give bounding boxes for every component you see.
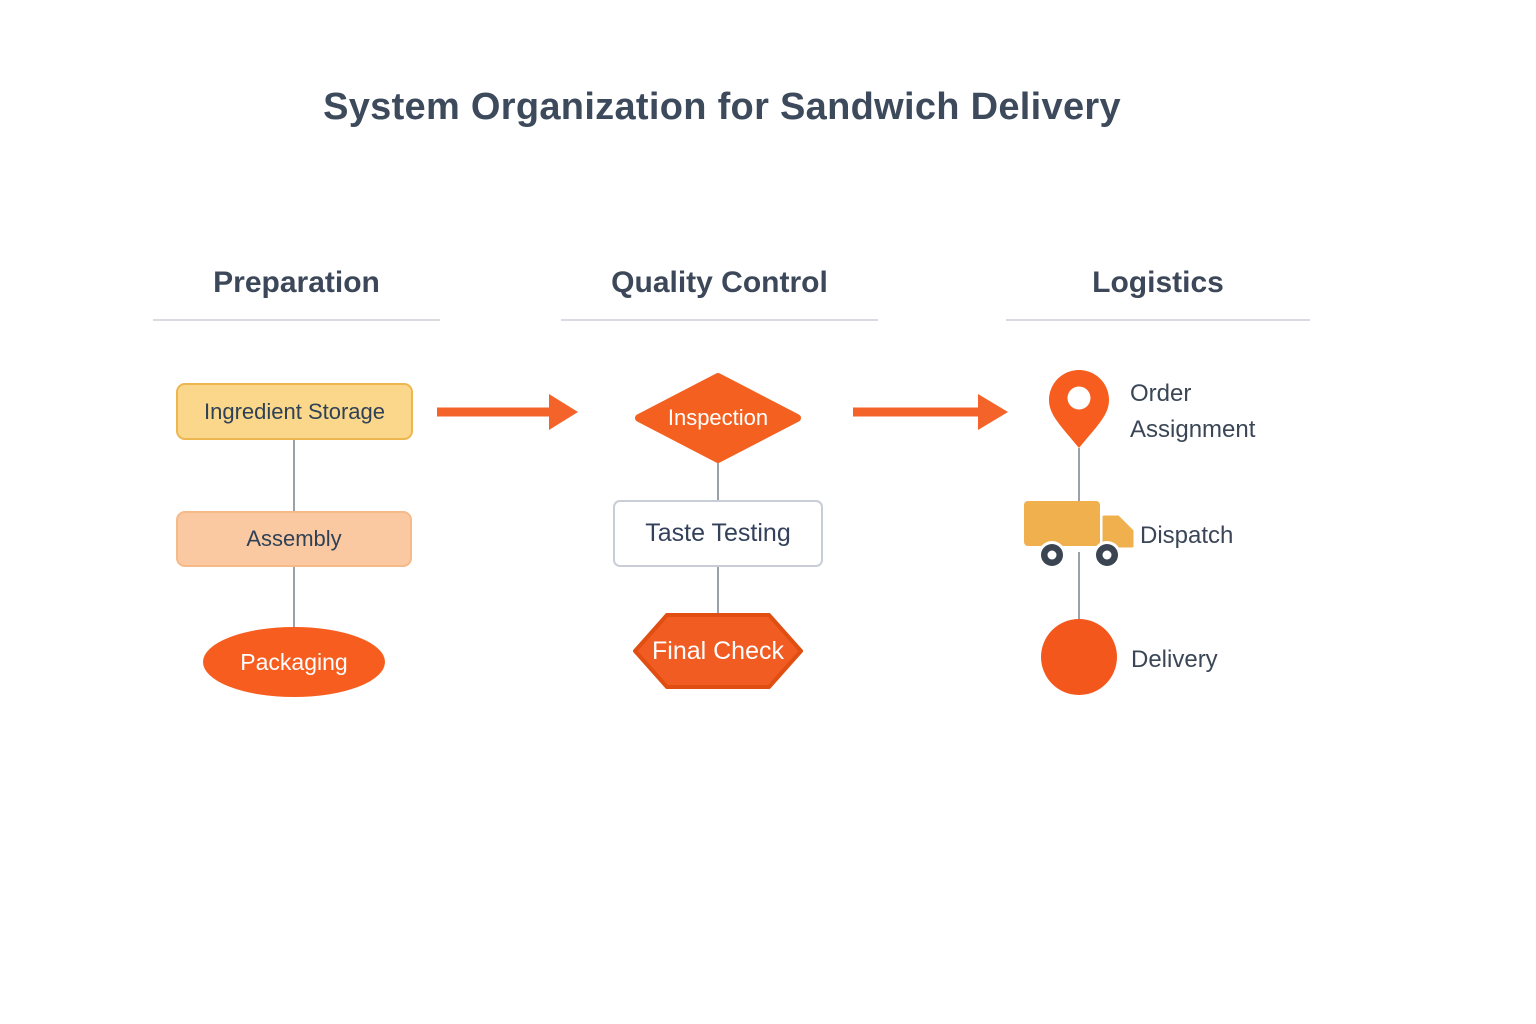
node-taste-testing: Taste Testing: [613, 500, 823, 567]
column-header-preparation: Preparation: [213, 266, 380, 299]
truck-icon: [1024, 501, 1134, 569]
column-header-quality-control: Quality Control: [611, 266, 828, 299]
connector-inspection-taste: [717, 459, 719, 501]
node-label: Taste Testing: [645, 519, 791, 547]
node-assembly: Assembly: [176, 511, 412, 567]
header-underline-quality-control: [561, 319, 878, 321]
node-ingredient-storage: Ingredient Storage: [176, 383, 413, 440]
map-pin-icon: [1049, 370, 1109, 448]
connector-truck-delivery: [1078, 552, 1080, 622]
flow-arrow-icon: [853, 394, 1008, 430]
node-label: Inspection: [667, 405, 769, 430]
diamond-shape: [635, 373, 801, 463]
header-underline-preparation: [153, 319, 440, 321]
label-dispatch: Dispatch: [1140, 522, 1234, 549]
connector-assembly-packaging: [293, 567, 295, 627]
label-delivery: Delivery: [1131, 646, 1218, 673]
hexagon-shape: [633, 613, 803, 689]
node-label: Ingredient Storage: [203, 398, 386, 424]
node-inspection: Inspection: [632, 372, 804, 464]
flow-arrow-icon: [437, 394, 578, 430]
connector-taste-finalcheck: [717, 567, 719, 613]
connector-ingredient-assembly: [293, 440, 295, 511]
page-title: System Organization for Sandwich Deliver…: [323, 86, 1121, 128]
node-label: Final Check: [652, 636, 784, 665]
connector-pin-truck: [1078, 448, 1080, 502]
node-label: Packaging: [240, 648, 348, 675]
header-underline-logistics: [1006, 319, 1310, 321]
label-order-assignment: Order Assignment: [1130, 380, 1256, 443]
node-final-check: Final Check: [629, 611, 807, 691]
circle-icon: [1041, 619, 1117, 695]
column-header-logistics: Logistics: [1092, 266, 1224, 299]
node-label: Assembly: [246, 526, 342, 551]
node-packaging: Packaging: [203, 627, 385, 697]
